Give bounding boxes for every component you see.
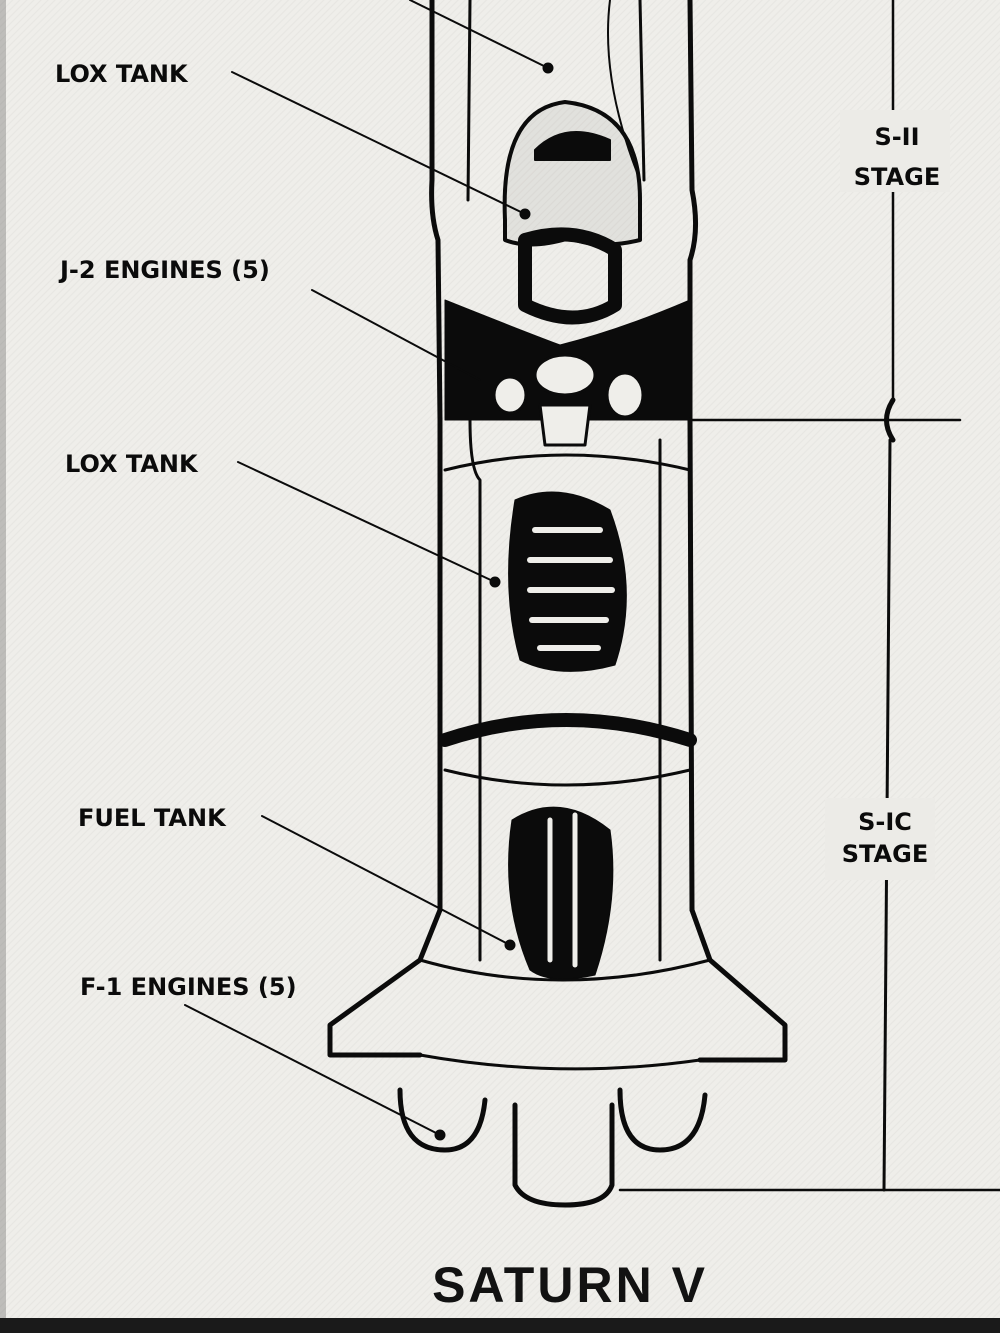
frame-edge-left <box>0 0 6 1333</box>
label-lox-tank-lower: LOX TANK <box>65 450 199 478</box>
diagram-title: SATURN V <box>432 1257 708 1313</box>
label-s-ii-line2: STAGE <box>854 163 940 191</box>
label-fuel-tank: FUEL TANK <box>78 804 227 832</box>
label-s-ic-line1: S-IC <box>858 808 912 836</box>
label-lox-tank-upper: LOX TANK <box>55 60 189 88</box>
label-s-ic-line2: STAGE <box>842 840 928 868</box>
label-f1-engines: F-1 ENGINES (5) <box>80 973 297 1001</box>
frame-edge-bottom <box>0 1318 1000 1333</box>
label-j2-engines: J-2 ENGINES (5) <box>58 256 270 284</box>
label-s-ii-line1: S-II <box>874 123 919 151</box>
